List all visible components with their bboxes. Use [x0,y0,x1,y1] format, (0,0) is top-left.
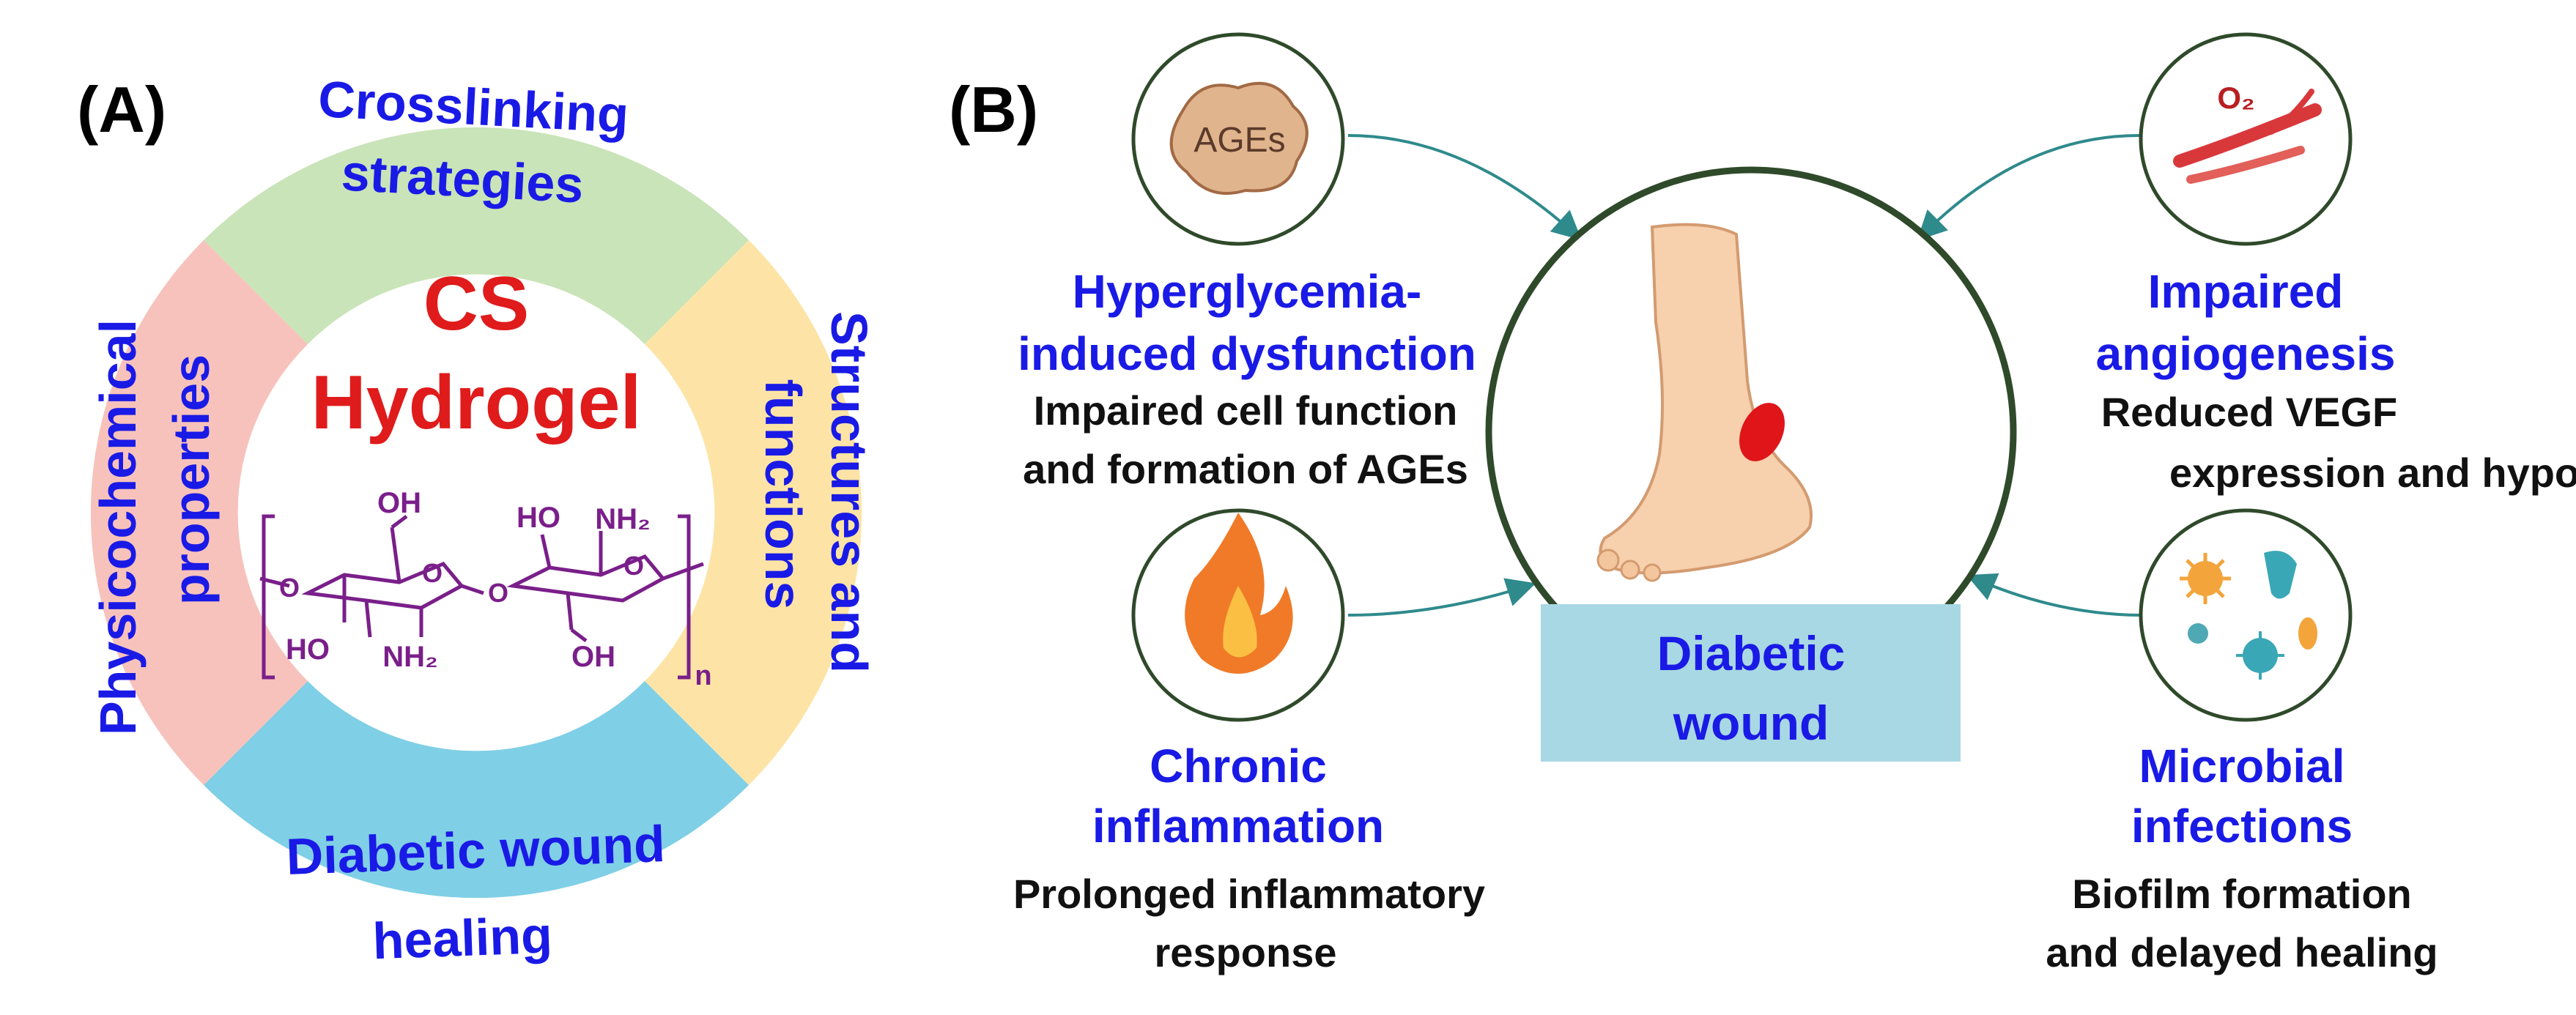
arrow-hyperglycemia [1347,134,1582,241]
hyperglycemia-desc-line2: and formation of AGEs [1023,446,1468,492]
structure-o-ring-right: O [623,551,644,581]
inflammation-desc-line2: response [1155,929,1337,975]
hyperglycemia-desc-line1: Impaired cell function [1034,387,1458,434]
ages-icon: AGEs [1169,81,1309,196]
angiogenesis-desc-line1: Reduced VEGF [2101,389,2398,435]
diabetic-wound-box [1541,604,1961,762]
segment-bottom-line1: Diabetic wound [285,815,666,885]
vessel-icon: O₂ [2173,81,2322,184]
inflammation-title-line1: Chronic [1150,740,1327,792]
panel-a-label: (A) [77,73,166,146]
arrow-angiogenesis [1917,134,2140,241]
segment-right-line2: functions [755,379,812,610]
diabetic-wound-line1: Diabetic [1657,626,1846,680]
ring [90,127,862,899]
microbial-desc-line2: and delayed healing [2046,929,2438,975]
microbial-title-line2: infections [2131,800,2353,852]
diabetic-wound-line2: wound [1673,696,1829,750]
arrow-inflammation [1347,578,1536,617]
structure-o-link: O [488,578,508,608]
structure-o-ring-left: O [422,558,443,588]
cs-label: CS [423,261,529,346]
structure-oh-bottom: OH [571,641,615,673]
segment-bottom-wound-healing [204,681,749,899]
structure-ho-bottom: HO [286,633,330,666]
ages-icon-text: AGEs [1193,121,1285,160]
structure-o-end: O [279,573,300,603]
ring-inner-circle [238,275,714,751]
segment-top-crosslinking [204,127,749,344]
segment-top-line1: Crosslinking [317,70,630,144]
structure-nh2-top: NH₂ [595,503,651,535]
structure-n: n [695,661,711,691]
angiogenesis-title-line2: angiogenesis [2096,327,2396,380]
foot-icon [1596,223,1813,582]
microbial-icon-circle [2139,508,2353,722]
segment-left-physicochemical [90,240,308,785]
angiogenesis-title-line1: Impaired [2148,265,2344,318]
hyperglycemia-title-line2: induced dysfunction [1018,327,1476,380]
segment-bottom-line2: healing [371,907,553,970]
structure-nh2-bottom: NH₂ [382,641,438,673]
fire-icon [1185,513,1293,674]
hyperglycemia-title-line1: Hyperglycemia- [1073,265,1422,318]
panel-b-label: (B) [949,73,1038,146]
inflammation-desc-line1: Prolonged inflammatory [1013,871,1485,917]
microbial-desc-line1: Biofilm formation [2072,871,2412,917]
microbe-icon [2180,551,2317,680]
microbial-title-line1: Microbial [2139,740,2345,792]
segment-left-line1: Physicochemical [89,319,147,735]
angiogenesis-desc-line2: expression and hypoxia [2169,450,2576,496]
panel-b: (B) Diabetic wound [949,32,2576,975]
segment-right-structures [645,240,862,785]
segment-top-line2: strategies [340,144,585,213]
segment-right-line1: Structures and [821,311,878,673]
chitosan-structure-icon [259,514,704,680]
panel-a: (A) Crosslinking strategies Structures a… [77,70,878,970]
segment-left-line2: properties [163,354,220,605]
hydrogel-label: Hydrogel [311,360,642,445]
arrow-microbial [1966,573,2144,617]
o2-icon-text: O₂ [2217,81,2254,115]
inflammation-title-line2: inflammation [1092,800,1384,852]
structure-ho-top: HO [517,502,560,534]
structure-oh-top: OH [377,487,421,519]
ulcer-icon [1739,403,1785,461]
